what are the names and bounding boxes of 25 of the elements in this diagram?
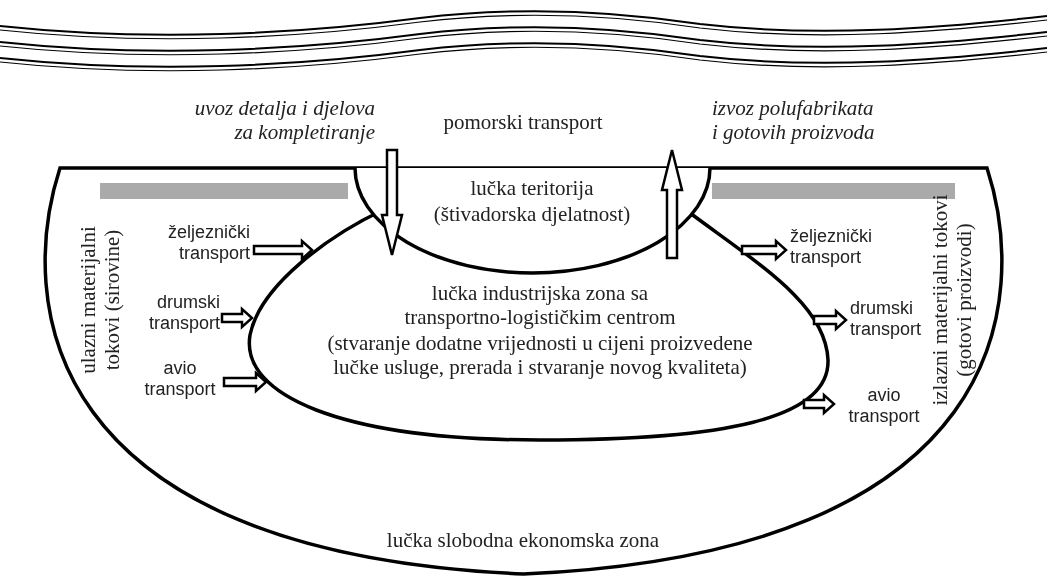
zone-description: (štivadorska djelatnost) [432, 202, 632, 227]
zone-title: lučka industrijska zona sa transportno-logističkim centrom [403, 281, 677, 330]
inflow-label: ulazni materijalni tokovi (sirovine) [75, 225, 125, 376]
zone-title: lučka teritorija [469, 176, 595, 201]
outflow-label: izlazni materijalni tokovi (gotovi proizvodi) [927, 193, 977, 408]
arrow [802, 392, 836, 416]
transport-label: željeznički transport [790, 226, 874, 268]
arrow [252, 238, 314, 262]
import-note: uvoz detalja i djelova za kompletiranje [193, 96, 375, 145]
transport-label: pomorski transport [442, 110, 604, 135]
transport-label: drumski transport [850, 298, 923, 340]
arrow [660, 148, 684, 260]
arrow [380, 148, 404, 257]
arrow [740, 238, 788, 262]
transport-label: drumski transport [147, 292, 220, 334]
export-note: izvoz polufabrikata i gotovih proizvoda [712, 96, 876, 145]
arrow [812, 308, 848, 332]
transport-label: avio transport [847, 385, 921, 427]
zone-label: lučka slobodna ekonomska zona [385, 528, 661, 553]
shaded-bar [100, 183, 348, 199]
arrow [222, 370, 268, 394]
zone-description: (stvaranje dodatne vrijednosti u cijeni proizvedene lučke usluge, prerada i stvaranje novog kvaliteta) [326, 331, 754, 380]
transport-label: željeznički transport [166, 222, 250, 264]
transport-label: avio transport [143, 358, 217, 400]
arrow [220, 306, 254, 330]
